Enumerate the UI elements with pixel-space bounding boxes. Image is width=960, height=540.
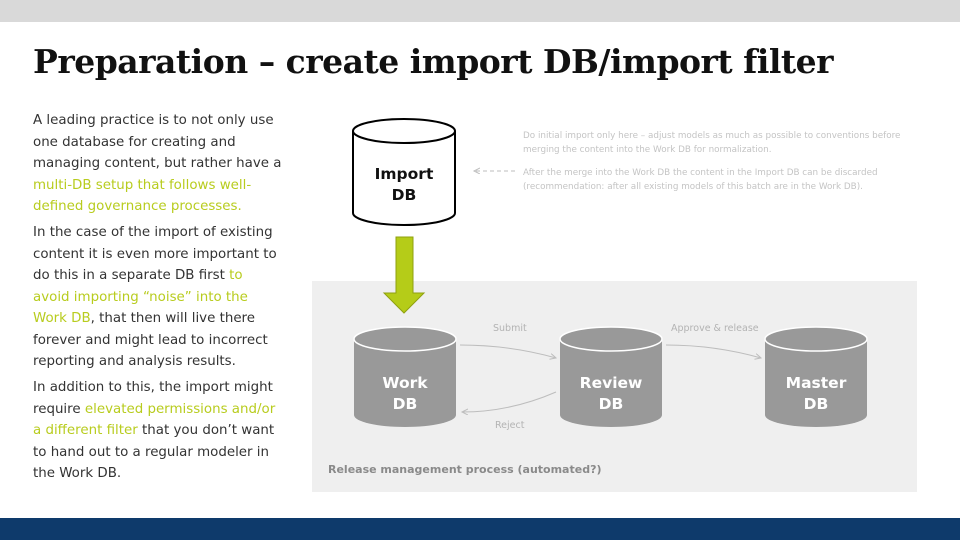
import-note: Do initial import only here – adjust mod…: [523, 131, 901, 155]
work-db-cylinder: [353, 326, 457, 427]
submit-arrow: [459, 344, 556, 358]
reject-label: Reject: [495, 420, 525, 431]
review-db-label-line: DB: [598, 395, 624, 413]
import-db-cylinder: [352, 118, 456, 226]
paragraph-text: , that then will live there forever and …: [33, 311, 268, 369]
discard-note: After the merge into the Work DB the con…: [523, 168, 878, 192]
approve-release-label: Approve & release: [671, 323, 759, 334]
approve-arrow: [665, 344, 761, 358]
import-db-label-line: Import: [374, 165, 434, 183]
page-title: Preparation – create import DB/import fi…: [33, 42, 834, 81]
submit-label: Submit: [493, 323, 527, 334]
master-db-cylinder: [764, 326, 868, 427]
review-db-cylinder: [559, 326, 663, 427]
review-db-label-line: Review: [579, 374, 643, 392]
import-db-label-line: DB: [391, 186, 417, 204]
bottom-bar: [0, 518, 960, 540]
paragraph-import: In the case of the import of existing co…: [33, 222, 283, 373]
highlight-text: to avoid importing “noise” into the Work…: [33, 268, 248, 326]
release-process-label: Release management process (automated?): [328, 463, 602, 476]
paragraph-text: that you don’t want to hand out to a reg…: [33, 423, 275, 481]
paragraph-text: In addition to this, the import might re…: [33, 380, 273, 417]
master-db-label-line: DB: [803, 395, 829, 413]
import-merge-arrow: [382, 236, 426, 314]
reject-arrow: [462, 391, 557, 412]
top-bar: [0, 0, 960, 22]
highlight-text: multi-DB setup that follows well-defined…: [33, 177, 252, 215]
paragraph-multi-db: A leading practice is to not only use on…: [33, 110, 283, 218]
master-db-label-line: Master: [785, 374, 847, 392]
paragraph-text: In the case of the import of existing co…: [33, 225, 277, 283]
work-db-label-line: Work: [382, 374, 428, 392]
highlight-text: elevated permissions and/or a different …: [33, 401, 276, 439]
paragraph-text: A leading practice is to not only use on…: [33, 113, 282, 171]
paragraph-permissions: In addition to this, the import might re…: [33, 377, 283, 485]
work-db-label-line: DB: [392, 395, 418, 413]
